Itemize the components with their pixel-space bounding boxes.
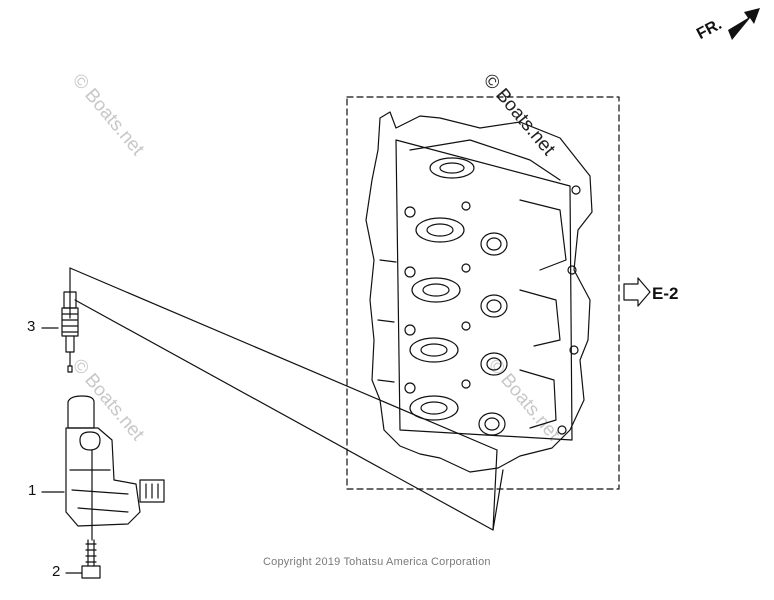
reference-label-e2: E-2 (652, 284, 679, 303)
ignition-coil (65, 395, 165, 541)
callout-2: 2 (52, 563, 61, 580)
callout-3: 3 (27, 318, 36, 335)
leader-line-bottom (492, 469, 504, 531)
reference-arrow (623, 277, 651, 307)
assembly-box (346, 96, 620, 490)
fr-arrow-icon (728, 8, 760, 40)
callout-1: 1 (28, 482, 37, 499)
copyright-notice: Copyright 2019 Tohatsu America Corporati… (263, 556, 491, 568)
leader-line-diagonal (74, 299, 498, 531)
spark-plug (61, 291, 79, 373)
cylinder-head (365, 111, 593, 473)
bolt (81, 539, 101, 579)
